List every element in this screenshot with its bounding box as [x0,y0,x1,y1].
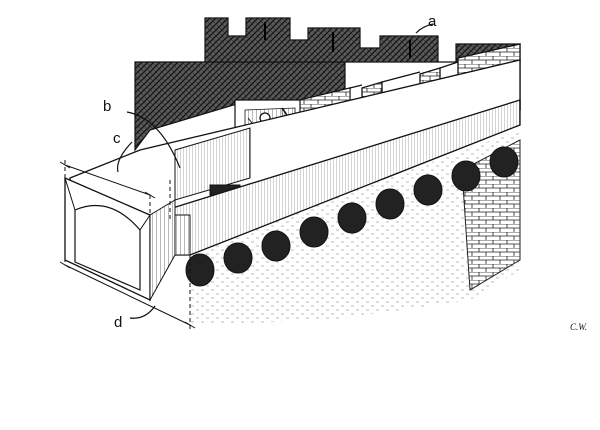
label-b: b [103,98,111,115]
label-d: d [114,314,122,331]
leader-lines [116,23,434,319]
label-a: a [428,13,437,30]
corbels [185,146,519,287]
gallery-end-block [64,177,176,302]
label-c: c [113,130,121,147]
artist-signature: C.W. [570,322,587,332]
dimension-lines [59,160,196,330]
back-crenellations [204,17,521,63]
